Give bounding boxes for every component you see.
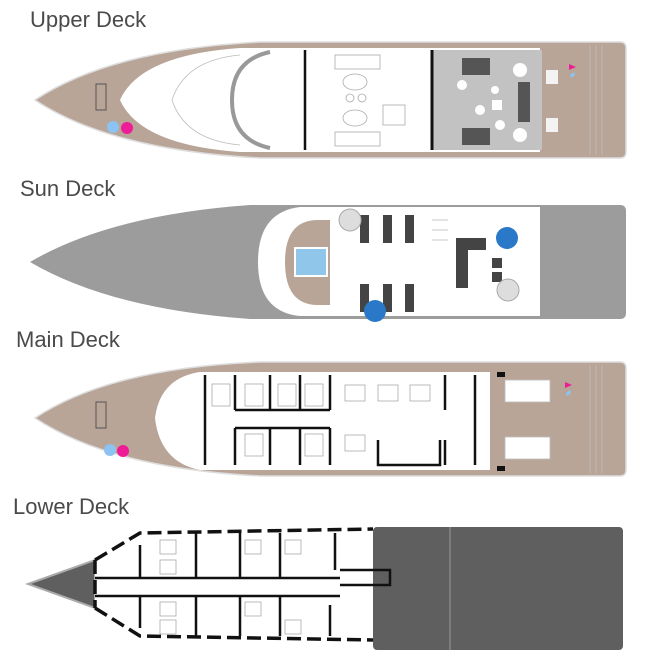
marker-blue-small [566,390,571,396]
deck-title-main: Main Deck [16,327,121,352]
lower-deck: Lower Deck [13,494,623,650]
umbrella-icon [496,278,520,302]
deck-title-lower: Lower Deck [13,494,130,519]
lower-deck-engine-area [373,527,623,650]
deck-title-sun: Sun Deck [20,176,116,201]
main-deck: Main Deck [16,327,627,477]
marker-blue-small [570,72,575,78]
main-deck-interior [155,372,490,470]
lower-deck-cabins [95,529,373,640]
umbrella-icon [338,208,362,232]
umbrella-icon [364,300,386,322]
marker-blue [107,121,119,133]
marker-pink [117,445,129,457]
marker-pink-small [565,382,572,388]
upper-deck: Upper Deck [30,7,627,159]
marker-pink [121,122,133,134]
marker-pink-small [569,64,576,70]
deck-title-upper: Upper Deck [30,7,147,32]
sun-deck: Sun Deck [20,176,626,322]
marker-blue [104,444,116,456]
umbrella-icon [496,227,518,249]
pool [294,247,328,277]
lower-deck-bow [25,558,96,610]
